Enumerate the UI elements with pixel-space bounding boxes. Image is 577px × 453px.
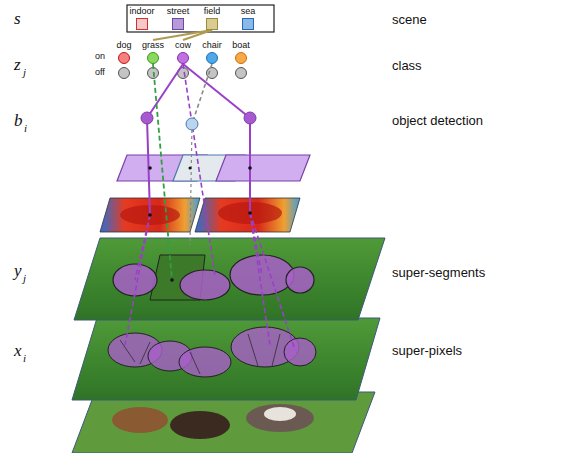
- scene-swatch: [206, 18, 218, 30]
- variable-subscript: j: [23, 272, 26, 284]
- layer-name: scene: [392, 12, 427, 27]
- node-label: indoor: [125, 6, 159, 17]
- layer-name: class: [392, 58, 422, 73]
- layer-name: object detection: [392, 113, 483, 128]
- scene-class-link: [153, 30, 212, 40]
- node-label: chair: [195, 40, 229, 51]
- scene-node: field: [195, 6, 229, 30]
- variable-symbol: z: [14, 56, 21, 74]
- variable-symbol: y: [14, 262, 22, 280]
- node-label: field: [195, 6, 229, 17]
- class-node: chair: [195, 40, 229, 64]
- node-label: cow: [166, 40, 200, 51]
- class-node: boat: [224, 40, 258, 64]
- on-circle: [147, 52, 159, 64]
- layer-name: super-pixels: [392, 343, 462, 358]
- state-label: off: [95, 67, 105, 78]
- state-label: on: [95, 51, 105, 62]
- off-circles: [119, 68, 247, 79]
- variable-subscript: j: [23, 66, 26, 78]
- scene-swatch: [136, 18, 148, 30]
- variable-symbol: b: [14, 112, 23, 130]
- class-node: grass: [136, 40, 170, 64]
- layer-name: super-segments: [392, 265, 485, 280]
- on-circle: [118, 52, 130, 64]
- scene-node: indoor: [125, 6, 159, 30]
- class-node: dog: [107, 40, 141, 64]
- variable-symbol: s: [14, 10, 21, 28]
- node-label: street: [161, 6, 195, 17]
- class-node: cow: [166, 40, 200, 64]
- node-label: grass: [136, 40, 170, 51]
- on-circle: [177, 52, 189, 64]
- node-label: dog: [107, 40, 141, 51]
- scene-node: sea: [231, 6, 265, 30]
- node-label: boat: [224, 40, 258, 51]
- scene-swatch: [172, 18, 184, 30]
- on-circle: [206, 52, 218, 64]
- variable-subscript: i: [24, 122, 27, 134]
- variable-subscript: i: [23, 352, 26, 364]
- scene-node: street: [161, 6, 195, 30]
- scene-swatch: [242, 18, 254, 30]
- scene-class-link: [183, 30, 212, 40]
- node-label: sea: [231, 6, 265, 17]
- on-circle: [235, 52, 247, 64]
- variable-symbol: x: [14, 342, 22, 360]
